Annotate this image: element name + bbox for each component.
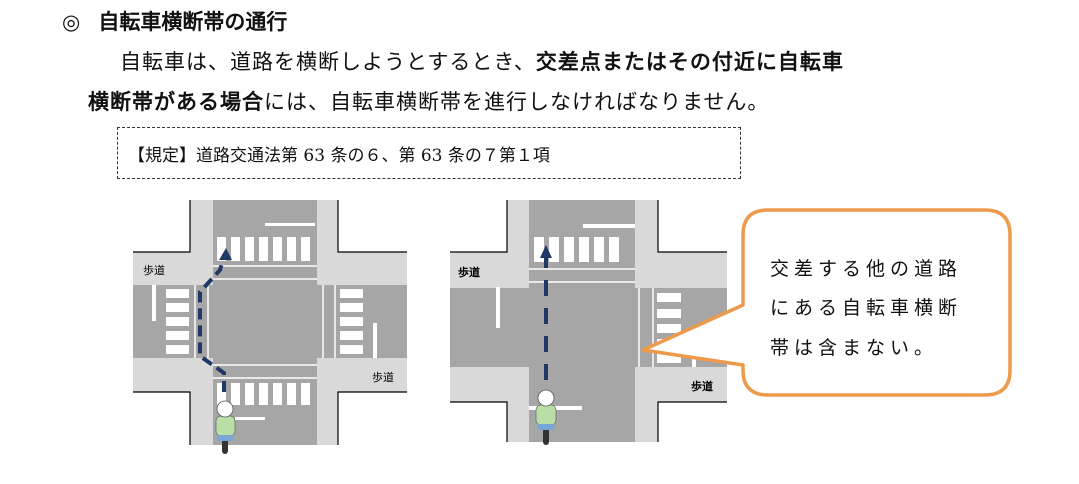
text-normal: 自転車は、道路を横断しようとするとき、 [120,50,536,74]
callout-line: 交差する他の道路 [770,258,963,280]
paragraph-line-1: 自転車は、道路を横断しようとするとき、交差点またはその付近に自転車 [120,46,844,76]
route-arrow [198,259,226,392]
arrowhead-icon [219,248,232,260]
regulation-box: 【規定】道路交通法第 63 条の６、第 63 条の７第１項 [117,127,741,179]
heading-text: 自転車横断帯の通行 [98,10,288,34]
callout-bubble [641,208,1012,397]
intersection-diagram-straight: 歩道 歩道 [450,200,727,445]
section-heading: ◎ 自転車横断帯の通行 [62,6,287,36]
sidewalk-label: 歩道 [372,370,394,384]
cyclist-icon [535,389,557,445]
intersection-diagram-with-crossing: 歩道 歩道 [133,200,407,454]
paragraph-line-2: 横断帯がある場合には、自転車横断帯を進行しなければなりません。 [88,86,769,116]
sidewalk-label: 歩道 [691,379,713,393]
sidewalk-label: 歩道 [143,263,165,277]
text-bold: 交差点またはその付近に自転車 [535,50,844,74]
double-circle-icon: ◎ [62,10,81,34]
cyclist-icon [215,400,236,454]
arrowhead-icon [540,245,552,258]
regulation-text: 【規定】道路交通法第 63 条の６、第 63 条の７第１項 [128,146,550,166]
sidewalk-label: 歩道 [458,265,480,279]
text-normal: には、自転車横断帯を進行しなければなりません。 [264,90,770,114]
callout-line: にある自転車横断 [770,297,963,319]
callout-line: 帯は含まない。 [770,337,939,359]
text-bold: 横断帯がある場合 [88,90,264,114]
